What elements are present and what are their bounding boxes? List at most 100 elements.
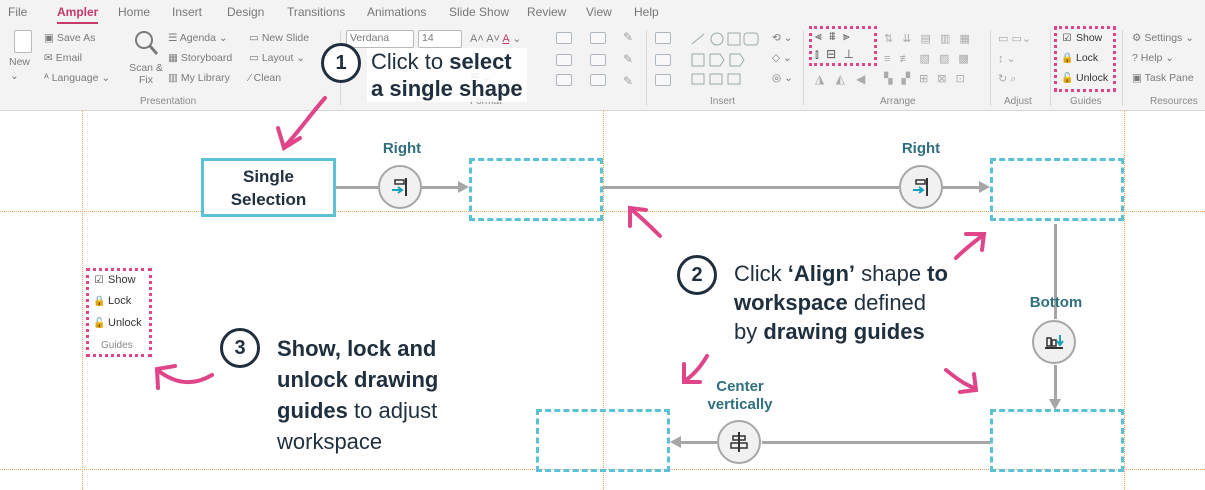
- step-3-l1: Show, lock and: [277, 336, 437, 361]
- arrow-down-left: [684, 354, 709, 382]
- drawing-guide-vertical[interactable]: [603, 111, 604, 490]
- align-center-vertical-icon: [730, 432, 748, 452]
- target-shape-dashed[interactable]: [990, 158, 1124, 221]
- align-right-button[interactable]: [899, 165, 943, 209]
- shape-icon[interactable]: [556, 54, 572, 66]
- guides-group-highlight: [1054, 26, 1116, 92]
- language-button[interactable]: ᴬ Language ⌄: [44, 72, 111, 84]
- align-right-icon: [392, 178, 407, 196]
- tab-animations[interactable]: Animations: [367, 5, 427, 19]
- table-icon[interactable]: [655, 74, 671, 86]
- tab-help[interactable]: Help: [634, 5, 659, 19]
- gradient-icon[interactable]: [556, 74, 572, 86]
- help-button[interactable]: ? Help ⌄: [1132, 52, 1175, 64]
- clean-button[interactable]: ⁄ Clean: [249, 72, 281, 84]
- arrowhead-pink: [958, 372, 979, 394]
- agenda-button[interactable]: ☰ Agenda ⌄: [168, 32, 228, 44]
- shapes-gallery-icon[interactable]: [690, 32, 760, 92]
- center-vertically-label: Center vertically: [707, 378, 773, 413]
- language-label: Language: [51, 72, 99, 84]
- font-size-buttons[interactable]: A˄ A˅ A ⌄: [470, 33, 522, 45]
- save-as-label: Save As: [56, 32, 96, 44]
- arrowhead: [979, 181, 990, 193]
- line-style-icon[interactable]: [590, 54, 606, 66]
- arrange-misc-icons[interactable]: ◮ ◭ ◀: [815, 72, 870, 86]
- connector-line: [681, 441, 717, 444]
- distribute-icons-2[interactable]: ≡ ≢ ▧ ▨ ▩: [884, 53, 972, 65]
- group-divider: [803, 30, 804, 106]
- adjust-rotate-icon[interactable]: ↻ ⌕: [998, 73, 1017, 85]
- arrowhead: [458, 181, 469, 193]
- tab-ampler[interactable]: Ampler: [57, 5, 99, 24]
- distribute-icons[interactable]: ⇅ ⇊ ▤ ▥ ▦: [884, 33, 973, 45]
- tab-file[interactable]: File: [8, 5, 28, 19]
- tab-insert[interactable]: Insert: [172, 5, 203, 19]
- drawing-guide-vertical[interactable]: [1124, 111, 1125, 490]
- align-bottom-row-icons[interactable]: ⫾ ⊟ ⊥: [815, 47, 857, 61]
- connector-line: [602, 186, 899, 189]
- format-painter-icon-3[interactable]: ✎: [623, 74, 634, 88]
- new-slide-button[interactable]: ▭ New Slide: [249, 32, 309, 44]
- arrange-group-label: Arrange: [880, 96, 916, 107]
- connector-line: [420, 186, 460, 189]
- align-right-button[interactable]: [378, 165, 422, 209]
- step-2-badge: 2: [677, 255, 717, 295]
- list-icon[interactable]: [655, 54, 671, 66]
- email-button[interactable]: ✉ Email: [44, 52, 82, 64]
- magnifier-icon[interactable]: [133, 29, 159, 57]
- show-guides-button[interactable]: ☑Show: [93, 274, 136, 286]
- font-size-select[interactable]: 14: [418, 30, 462, 48]
- adjust-size-icon[interactable]: ▭ ▭⌄: [998, 33, 1032, 45]
- distribute-icons-3[interactable]: ▚ ▞ ⊞ ⊠ ⊡: [884, 73, 968, 85]
- step-2-l3-b: drawing guides: [763, 319, 925, 344]
- task-pane-button[interactable]: ▣ Task Pane: [1132, 72, 1194, 84]
- step-1-line1-b: select: [449, 49, 512, 74]
- align-top-row-icons[interactable]: ⫷ ⩩ ⫸: [815, 29, 852, 43]
- target-shape-dashed[interactable]: [536, 409, 670, 472]
- email-icon: ✉: [44, 52, 56, 64]
- adjust-height-icon[interactable]: ↕ ⌄: [998, 53, 1016, 65]
- shape-style-icon[interactable]: ◇ ⌄: [772, 52, 792, 64]
- storyboard-button[interactable]: ▦ Storyboard: [168, 52, 232, 64]
- textbox-icon[interactable]: [655, 32, 671, 44]
- layout-button[interactable]: ▭ Layout ⌄: [249, 52, 306, 64]
- tab-review[interactable]: Review: [527, 5, 567, 19]
- align-bottom-button[interactable]: [1032, 320, 1076, 364]
- align-right-icon: [913, 178, 928, 196]
- font-name-select[interactable]: Verdana: [346, 30, 414, 48]
- fill-color-icon[interactable]: [556, 32, 572, 44]
- center-vertically-button[interactable]: [717, 420, 761, 464]
- help-icon: ?: [1132, 52, 1141, 64]
- chevron-down-icon[interactable]: ⌄: [10, 70, 19, 82]
- connector-icon[interactable]: ⟲ ⌄: [772, 32, 793, 44]
- save-as-button[interactable]: ▣ Save As: [44, 32, 95, 44]
- tab-design[interactable]: Design: [227, 5, 265, 19]
- target-shape-dashed[interactable]: [990, 409, 1124, 472]
- tab-view[interactable]: View: [586, 5, 612, 19]
- format-painter-icon[interactable]: ✎: [623, 30, 634, 44]
- settings-button[interactable]: ⚙ Settings ⌄: [1132, 32, 1195, 44]
- lock-guides-button[interactable]: 🔒Lock: [93, 295, 131, 307]
- format-painter-icon-2[interactable]: ✎: [623, 52, 634, 66]
- new-icon[interactable]: [14, 30, 32, 53]
- unlock-guides-button[interactable]: 🔓Unlock: [93, 317, 142, 329]
- new-button[interactable]: New: [9, 56, 31, 68]
- my-library-button[interactable]: ▥ My Library: [168, 72, 230, 84]
- font-name-value: Verdana: [350, 32, 390, 44]
- step-2-text: Click ‘Align’ shape to workspace defined…: [734, 259, 948, 346]
- line-color-icon[interactable]: [590, 32, 606, 44]
- tab-slide-show[interactable]: Slide Show: [449, 5, 510, 19]
- show-guides-button[interactable]: ☑Show: [1061, 32, 1103, 44]
- step-1-line1-a: Click to: [371, 49, 450, 74]
- tab-home[interactable]: Home: [118, 5, 151, 19]
- drawing-guide-vertical[interactable]: [82, 111, 83, 490]
- target-shape-dashed[interactable]: [469, 158, 603, 221]
- line-weight-icon[interactable]: [590, 74, 606, 86]
- tab-transitions[interactable]: Transitions: [287, 5, 346, 19]
- single-selection-shape[interactable]: Single Selection: [201, 158, 336, 217]
- new-slide-label: New Slide: [261, 32, 310, 44]
- scan-fix-button[interactable]: Scan & Fix: [129, 62, 163, 86]
- unlock-guides-button[interactable]: 🔓Unlock: [1061, 72, 1108, 84]
- lock-guides-button[interactable]: 🔒Lock: [1061, 52, 1098, 64]
- shape-effect-icon[interactable]: ◎ ⌄: [772, 72, 793, 84]
